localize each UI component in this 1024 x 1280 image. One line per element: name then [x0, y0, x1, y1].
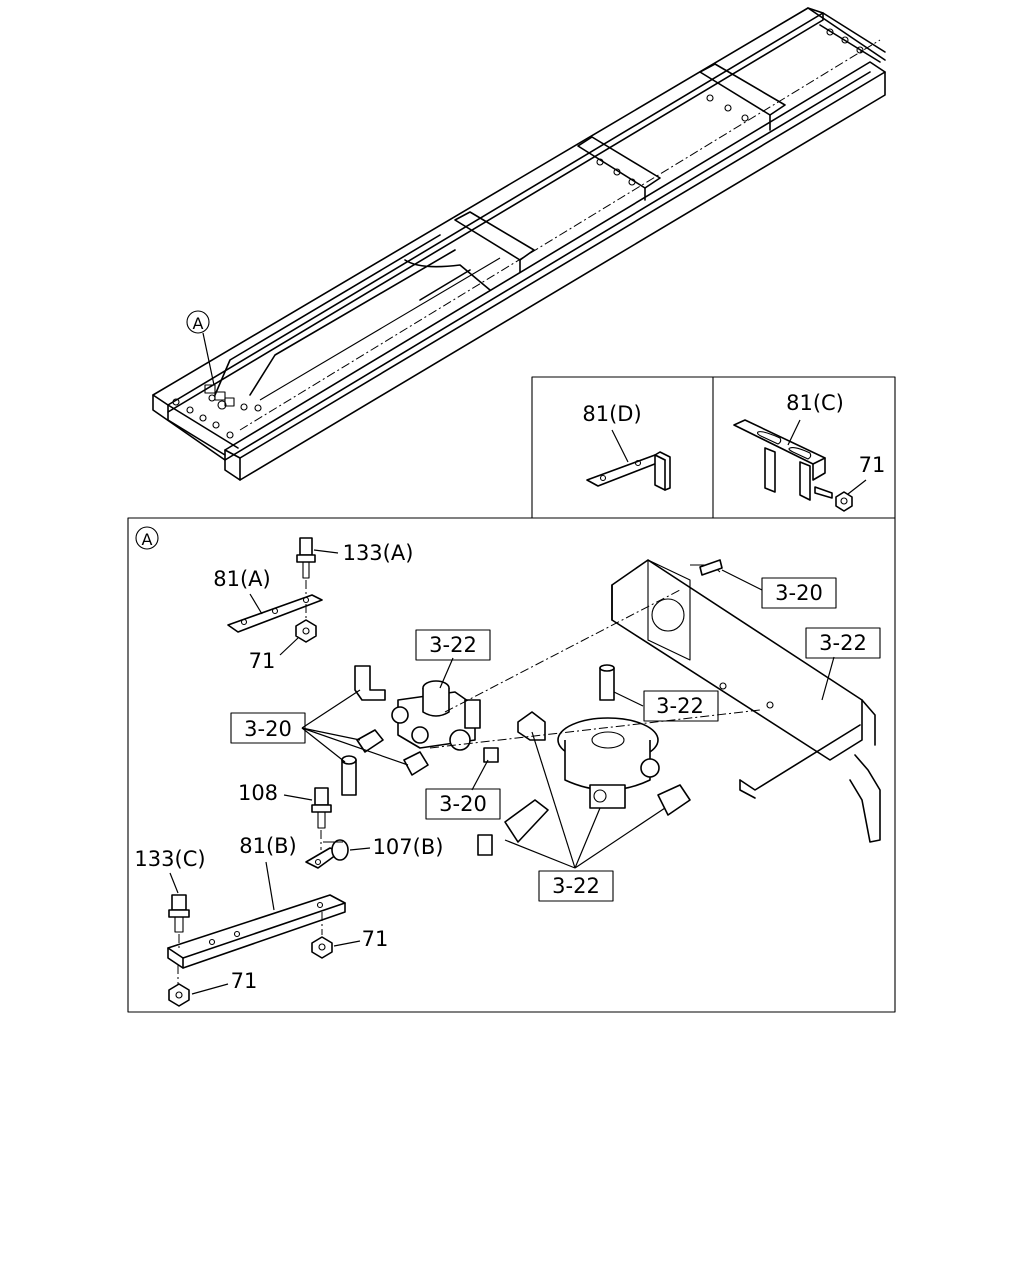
clamp-107b-assembly: 108 107(B) — [238, 781, 444, 869]
label-71a: 71 — [249, 649, 276, 673]
bracket-81b-assembly: 133(C) 81(B) 71 71 — [134, 834, 389, 1007]
relay-valve-right: 3-22 — [477, 664, 691, 898]
relay-valve-left: 3-20 — [244, 665, 499, 796]
ref-box-322-upper: 3-22 — [429, 633, 477, 657]
section-marker-circle — [135, 526, 159, 550]
detail-marker-circle — [186, 310, 210, 334]
mounting-bracket: 3-20 3-22 — [611, 559, 881, 843]
ref-box-322-bottom: 3-22 — [552, 874, 600, 898]
label-81d: 81(D) — [582, 402, 641, 426]
bracket-81c: 81(C) 71 — [733, 391, 886, 512]
label-133c: 133(C) — [134, 847, 205, 871]
ref-box-320-top: 3-20 — [775, 581, 823, 605]
ref-box-320-left: 3-20 — [244, 717, 292, 741]
label-71-inset: 71 — [859, 453, 886, 477]
section-marker-label: A — [142, 530, 153, 549]
section-a-frame — [127, 517, 896, 1013]
label-71c: 71 — [231, 969, 258, 993]
truck-frame: A — [152, 7, 886, 481]
ref-box-frames — [230, 577, 881, 902]
label-133a: 133(A) — [343, 541, 414, 565]
ref-box-322-right: 3-22 — [819, 631, 867, 655]
label-108: 108 — [238, 781, 278, 805]
bracket-81a-assembly: 133(A) 81(A) 71 — [213, 537, 414, 673]
ref-box-320-low: 3-20 — [439, 792, 487, 816]
label-107b: 107(B) — [373, 835, 444, 859]
detail-marker-label: A — [193, 314, 204, 333]
label-81a: 81(A) — [213, 567, 270, 591]
label-81c: 81(C) — [786, 391, 844, 415]
bracket-81d: 81(D) — [582, 402, 671, 491]
label-71b: 71 — [362, 927, 389, 951]
ref-box-322-mid: 3-22 — [656, 694, 704, 718]
label-81b: 81(B) — [239, 834, 297, 858]
